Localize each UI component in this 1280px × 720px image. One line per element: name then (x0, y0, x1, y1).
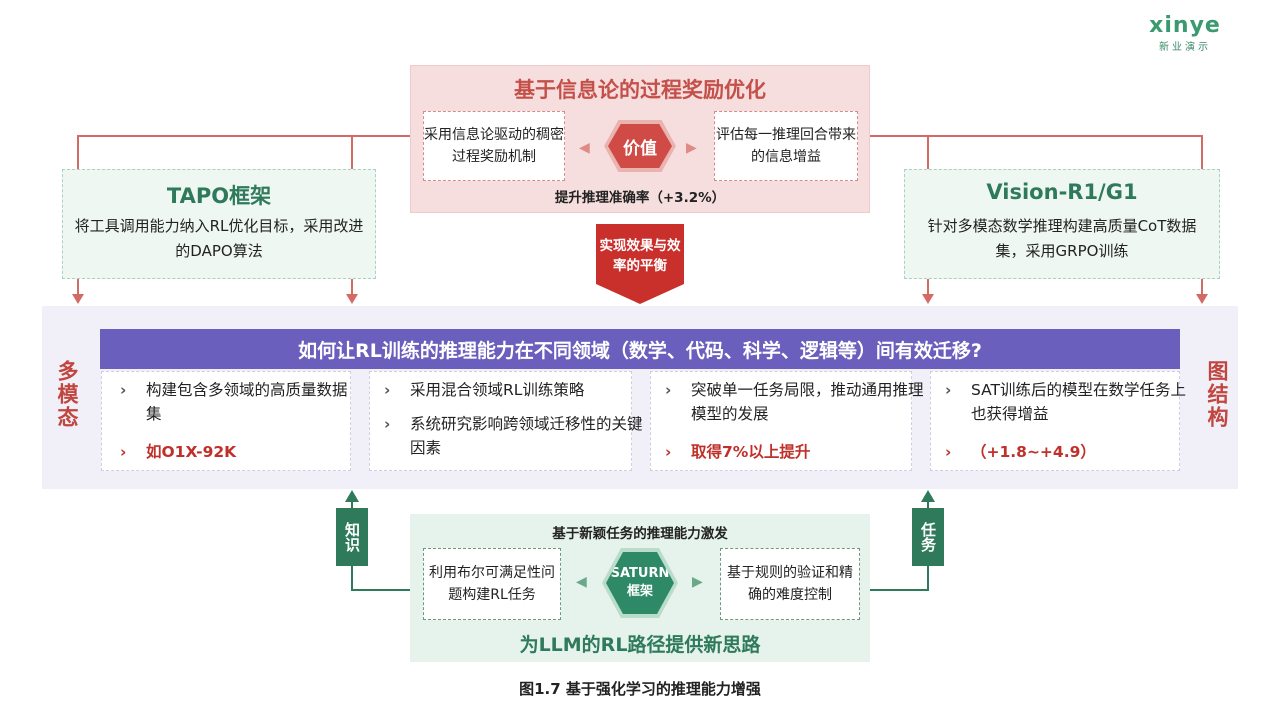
card-2-item-1: › 采用混合领域RL训练策略 (384, 378, 646, 402)
bottom-panel-note: 基于新颖任务的推理能力激发 (552, 526, 728, 542)
card-item-text: 系统研究影响跨领域迁移性的关键因素 (410, 415, 643, 457)
card-3-item-2: › 取得7%以上提升 (665, 440, 927, 464)
vision-text: 针对多模态数学推理构建高质量CoT数据集，采用GRPO训练 (927, 217, 1197, 260)
brand-logo: xinye 新业演示 (1140, 13, 1230, 54)
card-item-text: 突破单一任务局限，推动通用推理模型的发展 (691, 381, 924, 423)
top-left-box: 采用信息论驱动的稠密过程奖励机制 (423, 111, 565, 181)
chevron-right-icon: › (945, 443, 952, 461)
figure-caption: 图1.7 基于强化学习的推理能力增强 (519, 680, 761, 698)
top-panel-note: 提升推理准确率（+3.2%） (554, 190, 726, 206)
bottom-right-box: 基于规则的验证和精确的难度控制 (720, 548, 860, 620)
left-arrow-icon: ◀ (579, 140, 590, 156)
vision-title: Vision-R1/G1 (986, 180, 1138, 204)
right-arrow-icon: ▶ (686, 140, 697, 156)
card-1-item-1: › 构建包含多领域的高质量数据集 (120, 378, 356, 426)
side-label-graph: 图结构 (1205, 360, 1229, 429)
card-1: › 构建包含多领域的高质量数据集 › 如O1X-92K (101, 371, 351, 471)
value-hexagon: 价值 (608, 124, 672, 168)
card-item-text: 构建包含多领域的高质量数据集 (146, 381, 348, 423)
task-tag: 任务 (912, 508, 944, 566)
card-item-text: 如O1X-92K (146, 443, 237, 461)
card-4-item-1: › SAT训练后的模型在数学任务上也获得增益 (945, 378, 1195, 426)
card-2: › 采用混合领域RL训练策略 › 系统研究影响跨领域迁移性的关键因素 (369, 371, 643, 471)
top-right-box: 评估每一推理回合带来的信息增益 (714, 111, 858, 181)
card-3-item-1: › 突破单一任务局限，推动通用推理模型的发展 (665, 378, 927, 426)
balance-arrow-label: 实现效果与效率的平衡 (599, 238, 681, 274)
card-1-item-2: › 如O1X-92K (120, 440, 356, 464)
tapo-panel (62, 169, 376, 279)
top-panel-title: 基于信息论的过程奖励优化 (514, 78, 766, 102)
chevron-right-icon: › (120, 381, 127, 399)
card-3: › 突破单一任务局限，推动通用推理模型的发展 › 取得7%以上提升 (650, 371, 924, 471)
left-arrow-icon: ◀ (576, 574, 587, 590)
card-item-text: 采用混合领域RL训练策略 (410, 381, 585, 399)
vision-panel (904, 169, 1220, 279)
tapo-title: TAPO框架 (166, 184, 272, 208)
chevron-right-icon: › (665, 381, 672, 399)
card-4: › SAT训练后的模型在数学任务上也获得增益 › （+1.8~+4.9） (930, 371, 1186, 471)
chevron-right-icon: › (945, 381, 952, 399)
card-item-text: 取得7%以上提升 (691, 443, 811, 461)
chevron-right-icon: › (384, 415, 391, 433)
chevron-right-icon: › (384, 381, 391, 399)
card-4-item-2: › （+1.8~+4.9） (945, 440, 1195, 464)
logo-subtitle: 新业演示 (1159, 42, 1211, 53)
tapo-text: 将工具调用能力纳入RL优化目标，采用改进的DAPO算法 (74, 217, 364, 260)
bottom-panel-title: 为LLM的RL路径提供新思路 (519, 634, 761, 656)
card-item-text: （+1.8~+4.9） (971, 443, 1096, 461)
chevron-right-icon: › (120, 443, 127, 461)
side-label-multimodal: 多模态 (55, 360, 79, 429)
logo-text: xinye (1149, 13, 1221, 38)
right-arrow-icon: ▶ (692, 574, 703, 590)
chevron-right-icon: › (665, 443, 672, 461)
transfer-question: 如何让RL训练的推理能力在不同领域（数学、代码、科学、逻辑等）间有效迁移? (100, 329, 1180, 369)
card-item-text: SAT训练后的模型在数学任务上也获得增益 (971, 381, 1186, 423)
knowledge-tag: 知识 (336, 508, 368, 566)
bottom-left-box: 利用布尔可满足性问题构建RL任务 (423, 548, 561, 620)
card-2-item-2: › 系统研究影响跨领域迁移性的关键因素 (384, 412, 646, 460)
